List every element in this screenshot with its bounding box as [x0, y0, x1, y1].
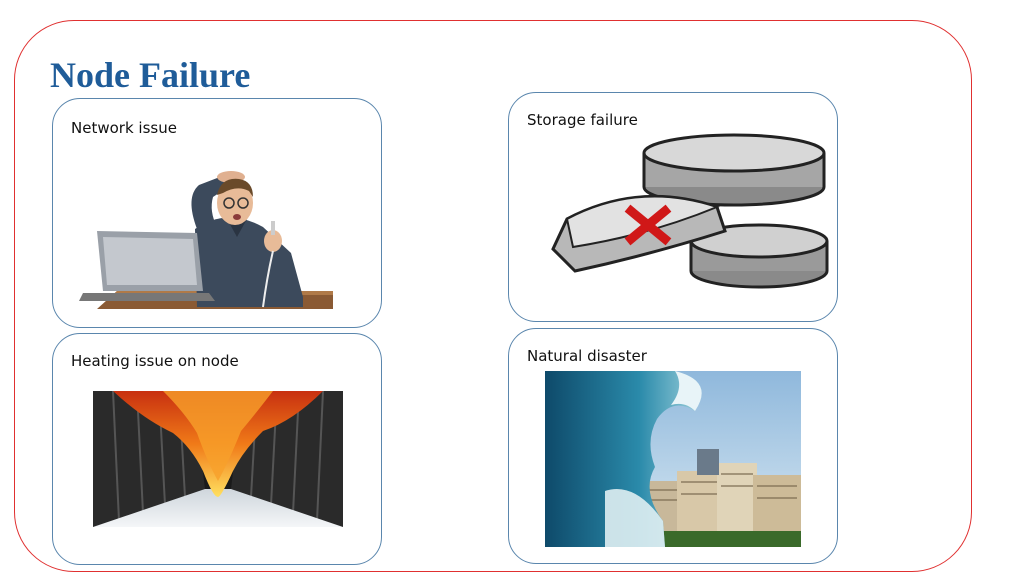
card-label: Network issue	[71, 119, 177, 137]
tsunami-city-icon	[545, 371, 801, 547]
card-label: Heating issue on node	[71, 352, 239, 370]
slide-frame	[14, 20, 972, 572]
card-label: Natural disaster	[527, 347, 647, 365]
card-label: Storage failure	[527, 111, 638, 129]
card-storage-failure: Storage failure	[508, 92, 838, 322]
burning-server-room-icon	[93, 391, 343, 527]
broken-disk-icon	[549, 123, 839, 295]
card-heating-issue: Heating issue on node	[52, 333, 382, 565]
card-natural-disaster: Natural disaster	[508, 328, 838, 564]
page-title: Node Failure	[50, 55, 251, 95]
confused-man-laptop-icon	[77, 167, 333, 309]
card-network-issue: Network issue	[52, 98, 382, 328]
